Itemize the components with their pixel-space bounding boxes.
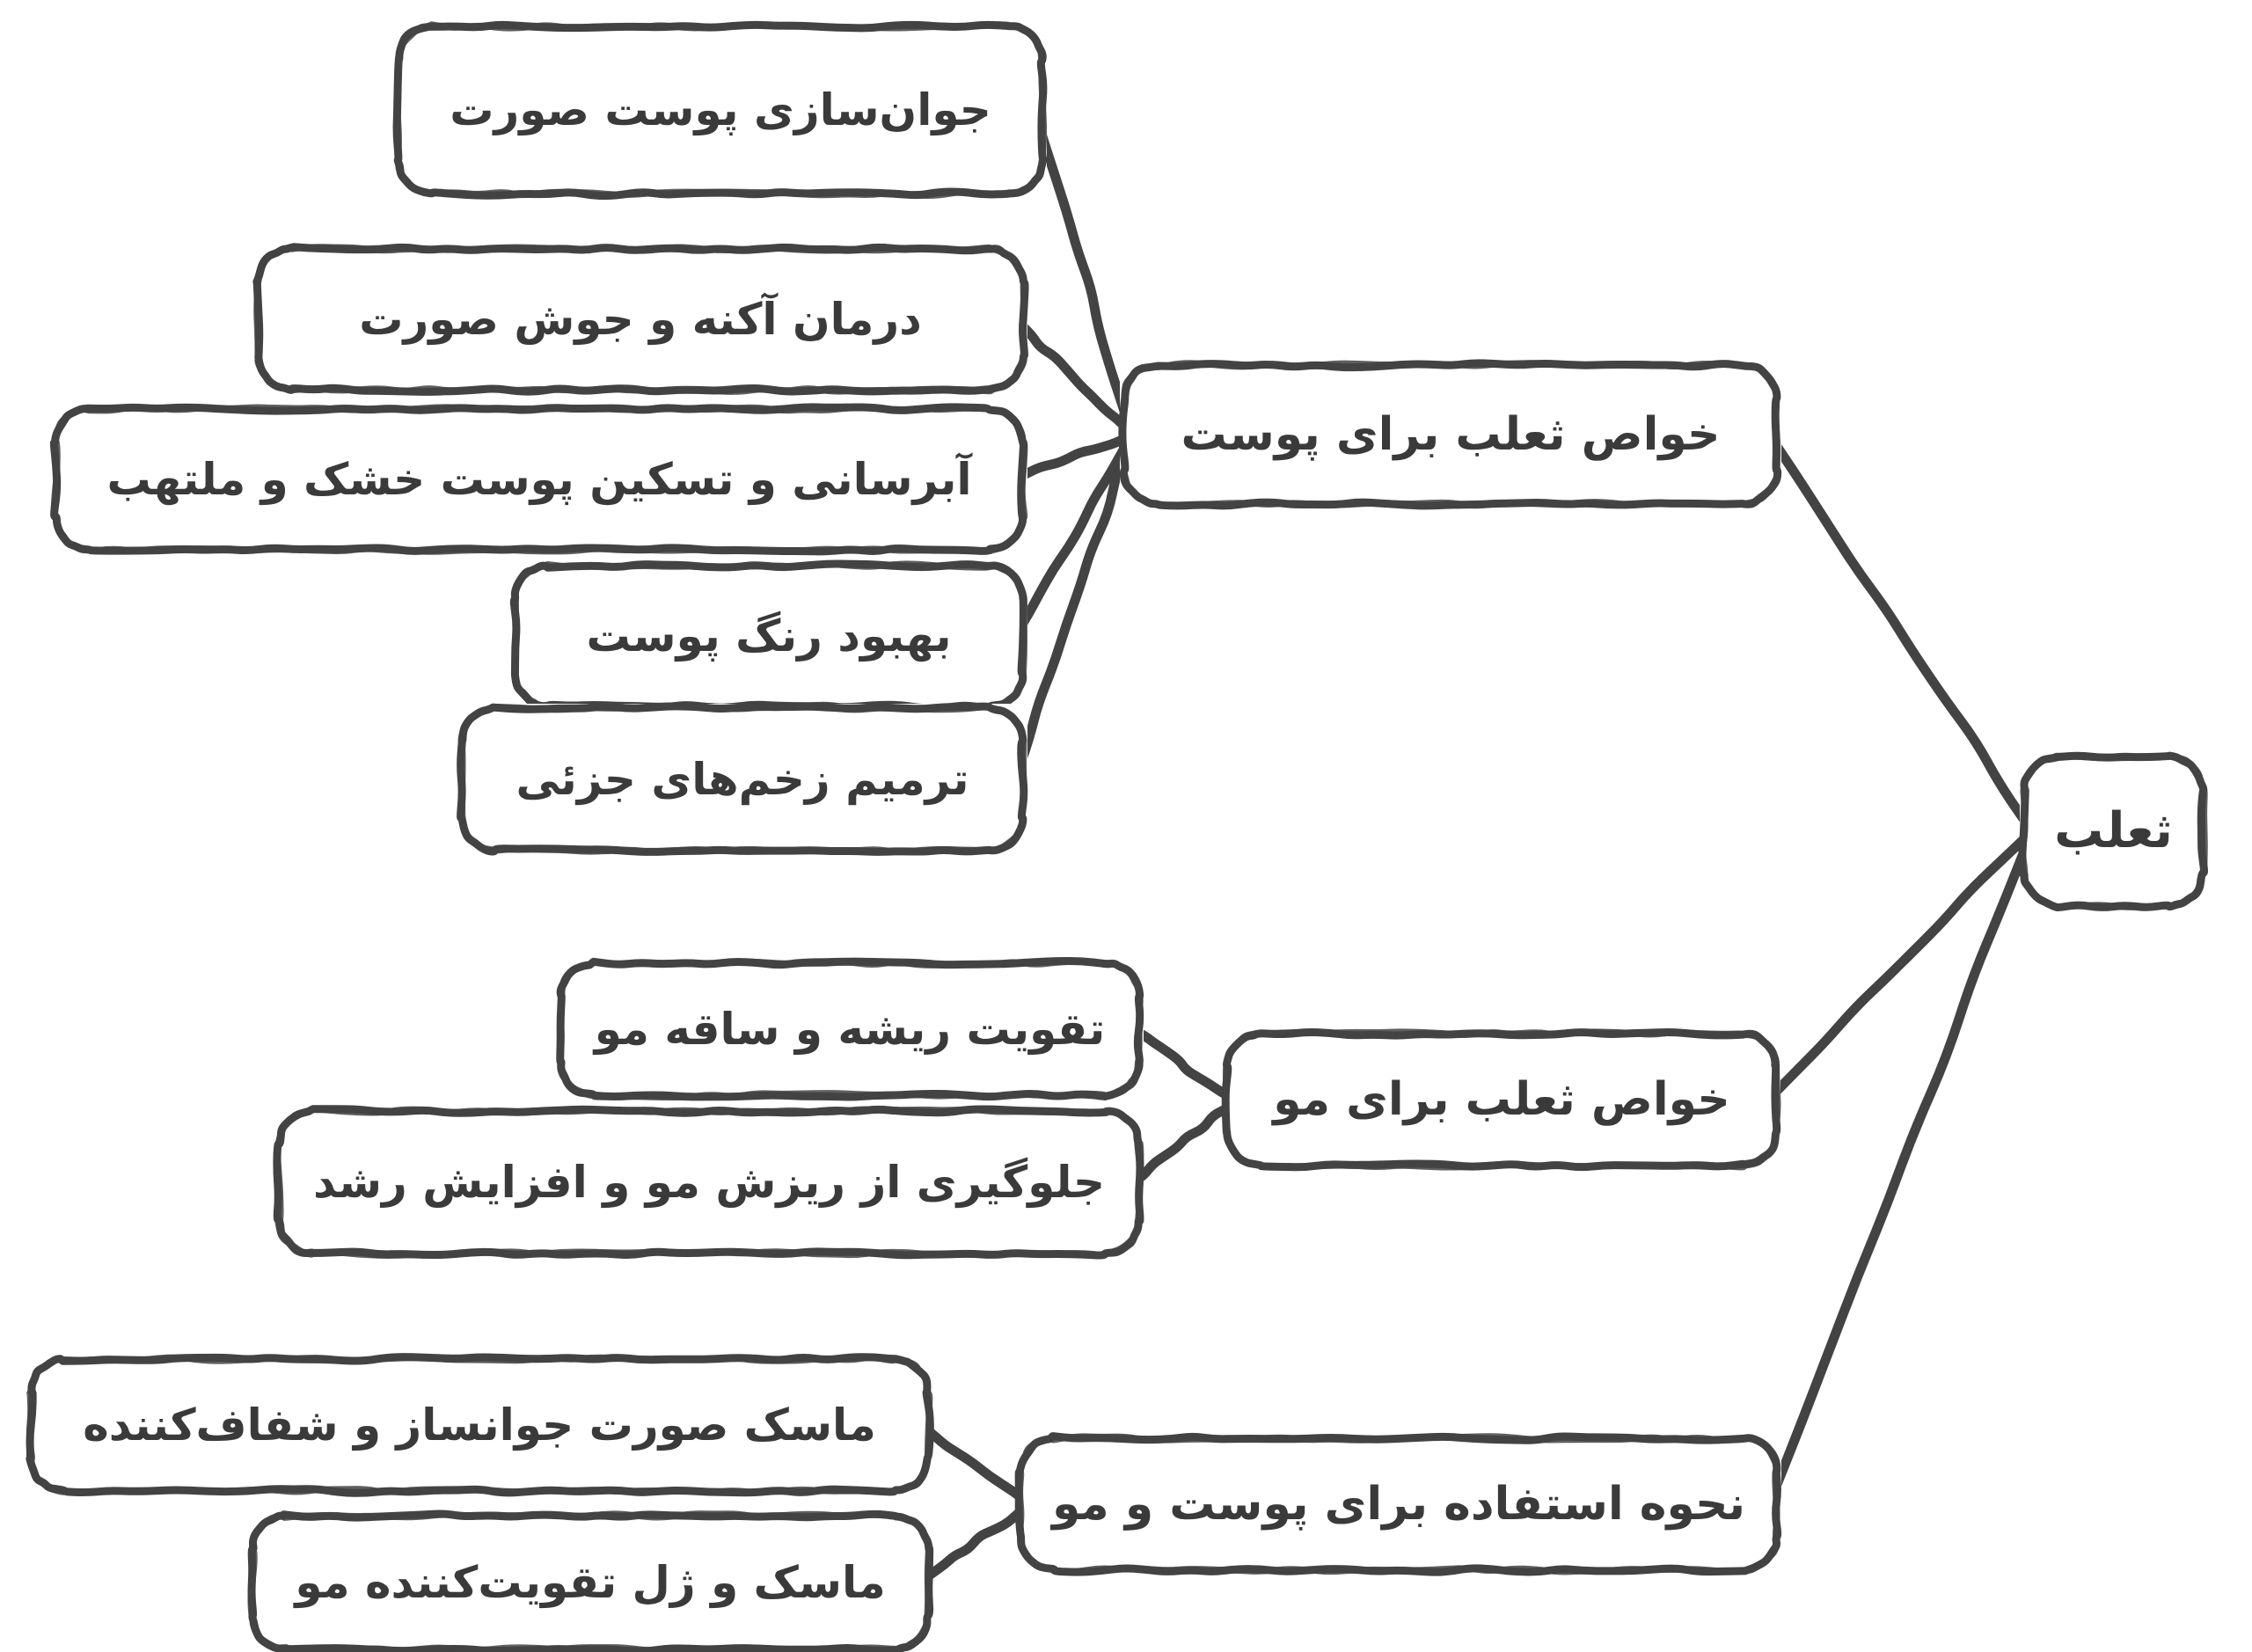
- leaf-node-skin-3[interactable]: آبرسانی و تسکین پوست خشک و ملتهب: [49, 403, 1028, 556]
- branch-node-usage[interactable]: نحوه استفاده برای پوست و مو: [1014, 1432, 1782, 1576]
- node-label: درمان آکنه و جوش صورت: [359, 293, 922, 345]
- connector-hair-hair-2: [1126, 1094, 1240, 1188]
- connector-skin-skin-1: [1029, 105, 1137, 440]
- connector-hair-hair-1: [1126, 1024, 1240, 1105]
- leaf-node-skin-4[interactable]: بهبود رنگ پوست: [509, 559, 1027, 713]
- connector-root-usage: [1764, 826, 2037, 1509]
- leaf-node-usage-1[interactable]: ماسک صورت جوانساز و شفاف‌کننده: [26, 1353, 934, 1497]
- node-label: آبرسانی و تسکین پوست خشک و ملتهب: [106, 453, 972, 505]
- connector-usage-usage-1: [915, 1420, 1034, 1509]
- node-label: بهبود رنگ پوست: [586, 610, 952, 662]
- node-label: جوان‌سازی پوست صورت: [450, 84, 991, 135]
- node-label: خواص ثعلب برای پوست: [1181, 407, 1721, 461]
- connector-skin-skin-4: [1010, 429, 1137, 641]
- leaf-node-skin-2[interactable]: درمان آکنه و جوش صورت: [252, 243, 1029, 396]
- node-label: تقویت ریشه و ساقه مو: [594, 1003, 1106, 1055]
- branch-node-hair[interactable]: خواص ثعلب برای مو: [1221, 1027, 1781, 1172]
- node-label: ترمیم زخم‌های جزئی: [515, 753, 969, 805]
- leaf-node-hair-2[interactable]: جلوگیری از ریزش مو و افزایش رشد: [273, 1105, 1144, 1260]
- connector-usage-usage-2: [915, 1499, 1034, 1588]
- leaf-node-usage-2[interactable]: ماسک و ژل تقویت‌کننده مو: [247, 1509, 934, 1652]
- node-label: ثعلب: [2054, 802, 2173, 859]
- root-node[interactable]: ثعلب: [2018, 751, 2208, 912]
- node-label: خواص ثعلب برای مو: [1273, 1072, 1730, 1126]
- leaf-node-hair-1[interactable]: تقویت ریشه و ساقه مو: [556, 956, 1144, 1101]
- node-label: ماسک صورت جوانساز و شفاف‌کننده: [83, 1399, 876, 1451]
- connector-root-hair: [1763, 826, 2037, 1105]
- connector-root-skin: [1764, 429, 2037, 837]
- branch-node-skin[interactable]: خواص ثعلب برای پوست: [1118, 359, 1782, 510]
- leaf-node-skin-1[interactable]: جوان‌سازی پوست صورت: [392, 20, 1048, 201]
- connector-skin-skin-5: [1010, 429, 1137, 785]
- connector-skin-skin-2: [1010, 314, 1137, 440]
- node-label: ماسک و ژل تقویت‌کننده مو: [295, 1556, 886, 1608]
- node-label: نحوه استفاده برای پوست و مو: [1051, 1477, 1746, 1531]
- connector-skin-skin-3: [1010, 429, 1137, 485]
- node-label: جلوگیری از ریزش مو و افزایش رشد: [312, 1156, 1106, 1208]
- leaf-node-skin-5[interactable]: ترمیم زخم‌های جزئی: [457, 702, 1028, 856]
